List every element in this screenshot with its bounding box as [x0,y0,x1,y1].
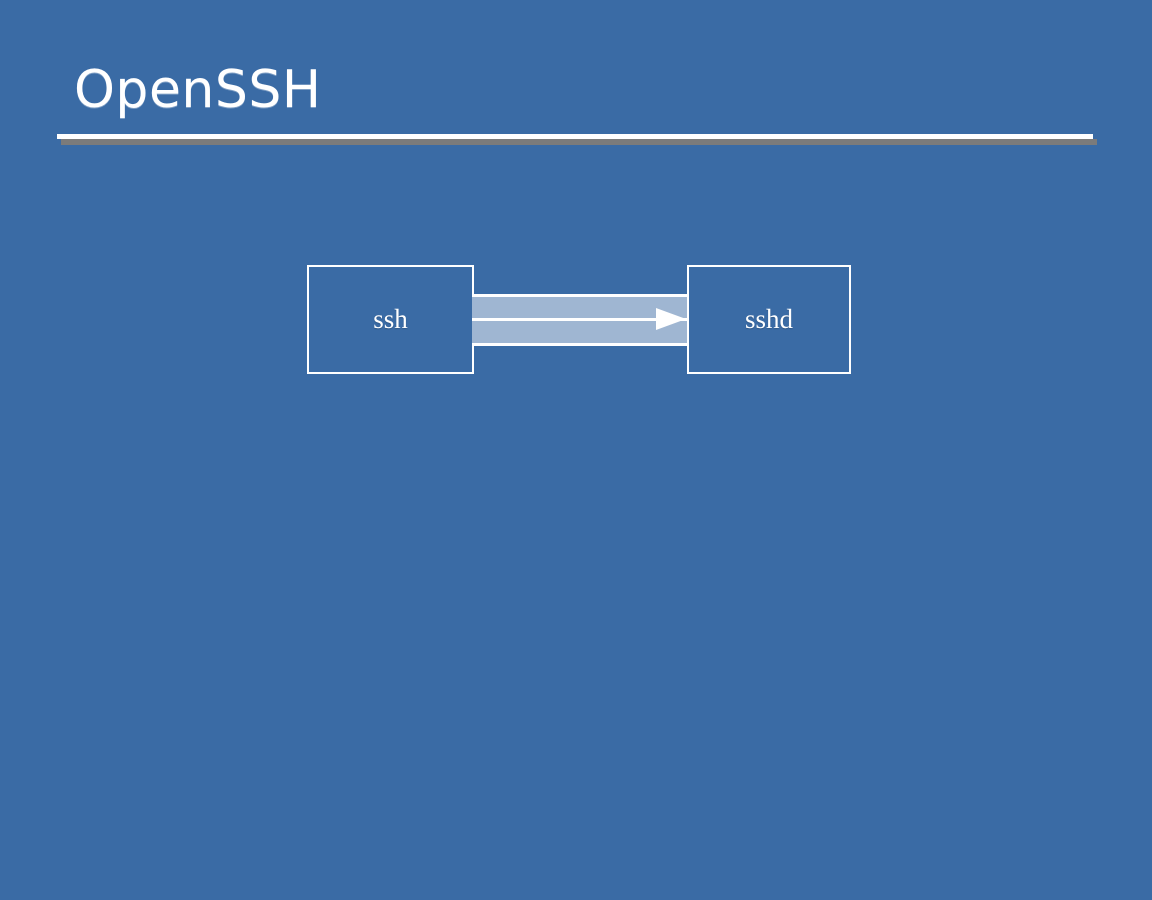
connector-arrow-shaft [472,318,658,321]
connector-rule-bottom [472,343,689,346]
diagram-node-sshd-label: sshd [744,304,793,334]
page-title: OpenSSH [74,60,322,120]
arrow-right-icon [656,308,686,330]
diagram-connector-ssh-to-sshd [472,294,689,346]
diagram-node-ssh[interactable]: ssh [307,265,474,374]
diagram-node-sshd[interactable]: sshd [687,265,851,374]
title-divider-shadow [61,139,1097,145]
connector-band-upper [472,297,689,318]
diagram-node-ssh-label: ssh [373,304,408,334]
title-block: OpenSSH [57,56,1097,146]
connector-rule-top [472,294,689,297]
title-divider [57,134,1093,139]
connector-band-lower [472,321,689,343]
